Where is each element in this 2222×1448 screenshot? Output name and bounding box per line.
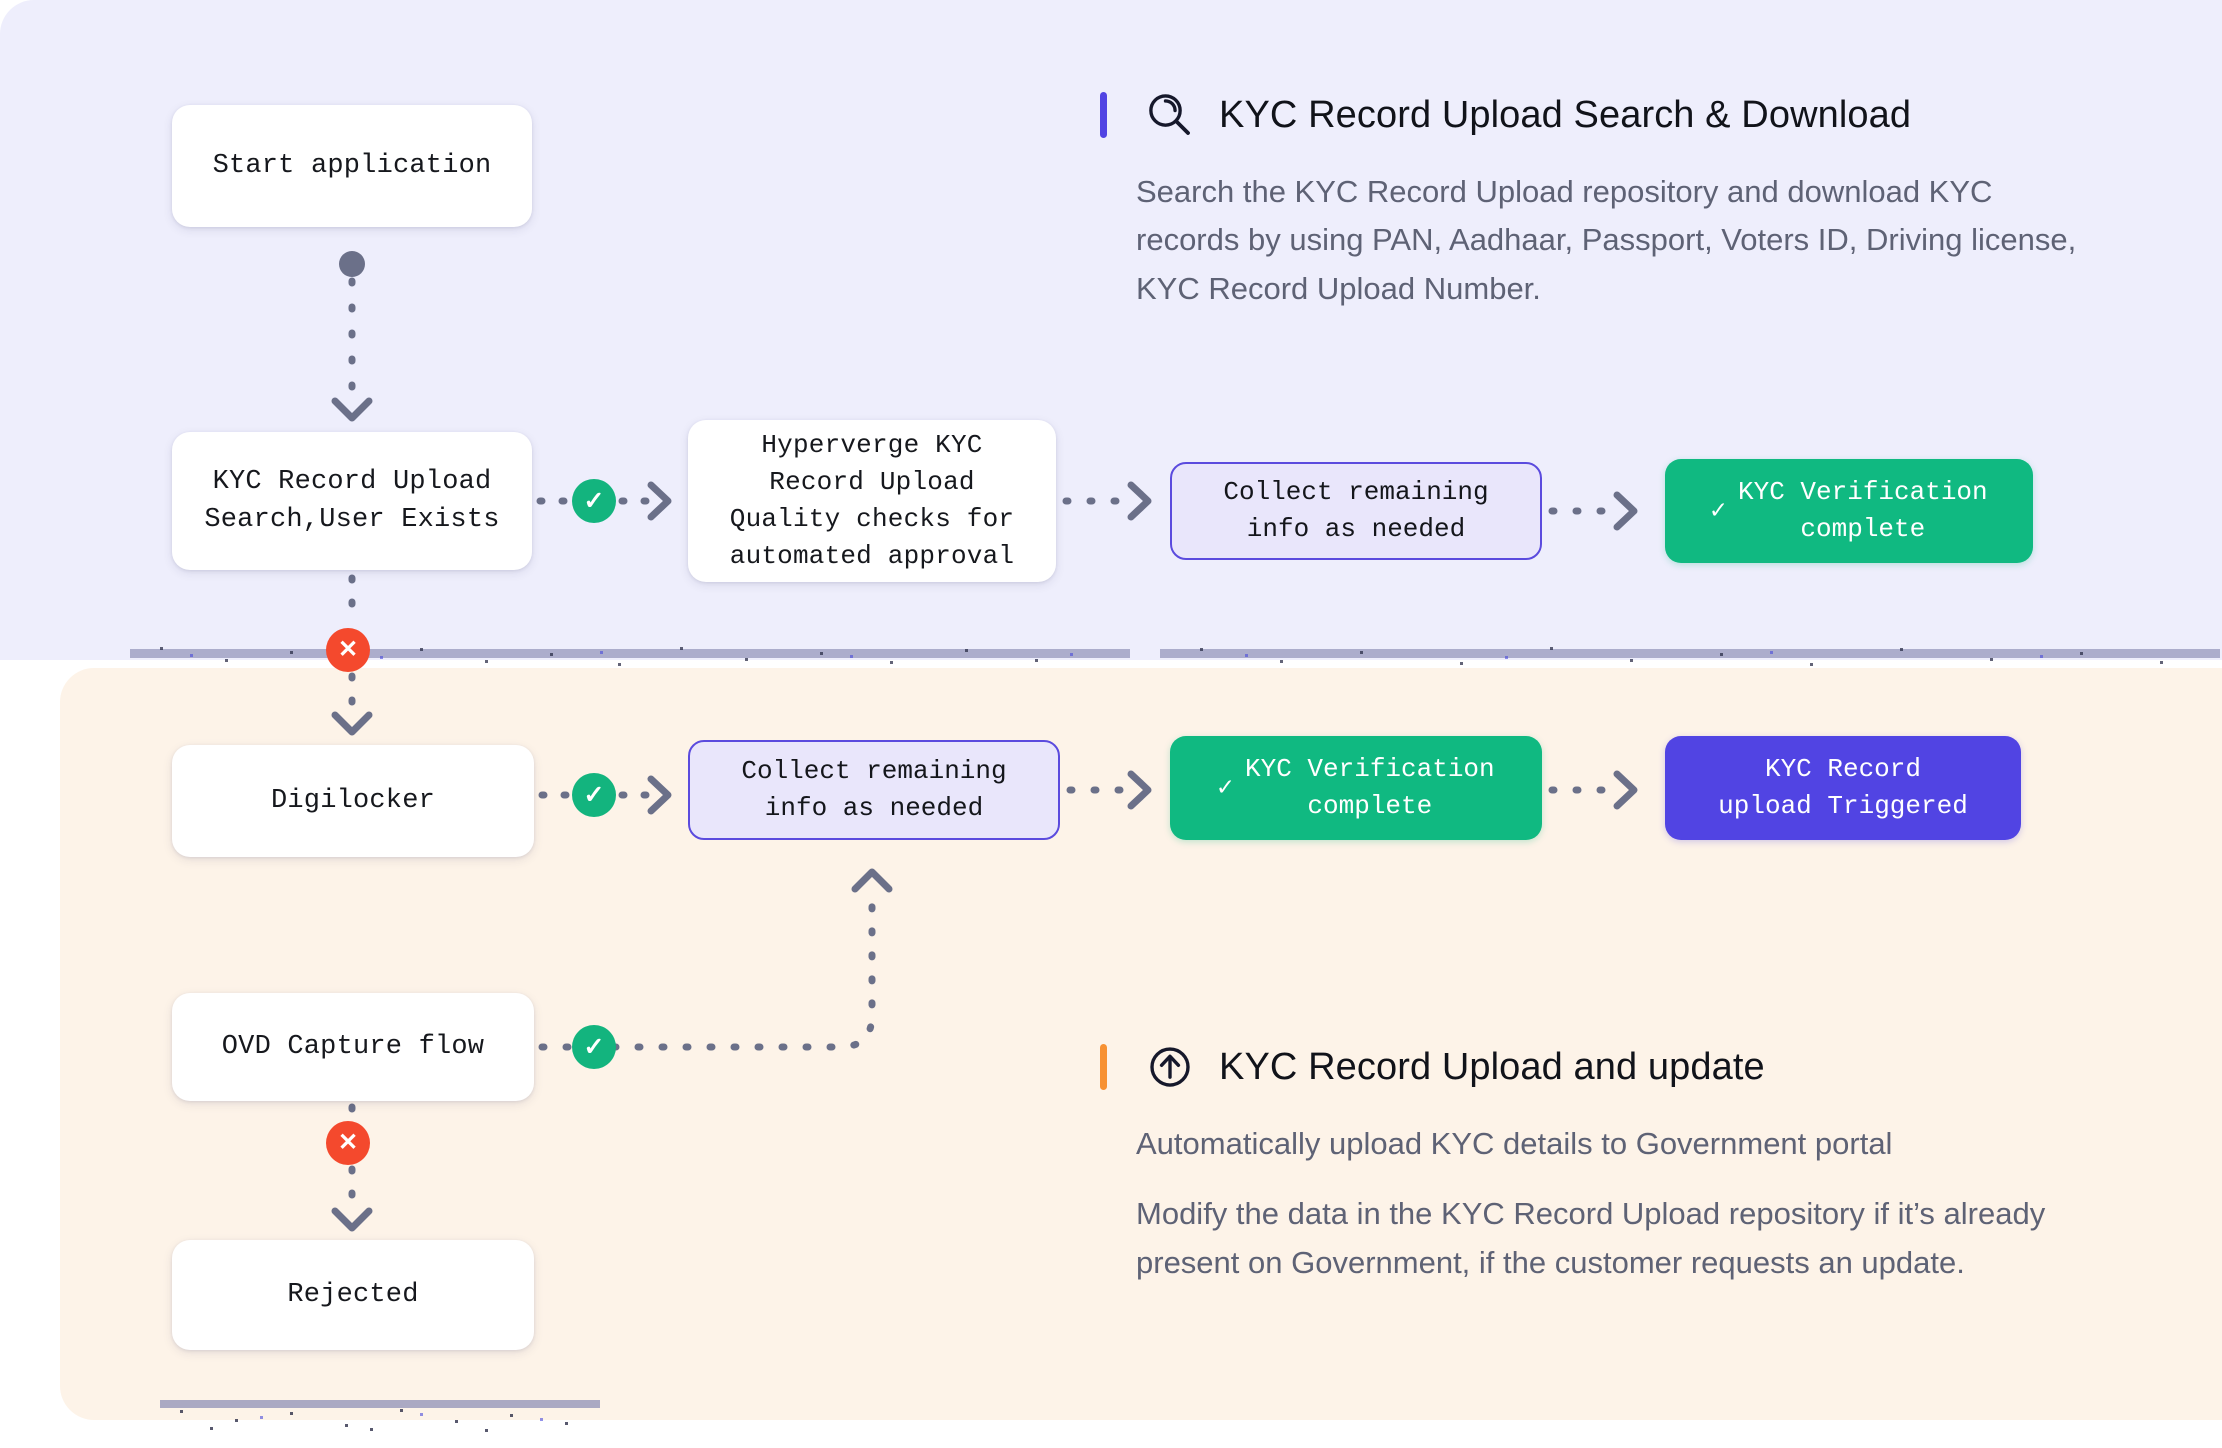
node-label: Hyperverge KYC Record Upload Quality che… <box>729 430 1015 571</box>
flow-node-ovd-capture-flow[interactable]: OVD Capture flow <box>172 993 534 1101</box>
flow-node-digilocker[interactable]: Digilocker <box>172 745 534 857</box>
section-body: Automatically upload KYC details to Gove… <box>1100 1120 2100 1287</box>
accent-bar-indigo <box>1100 92 1107 138</box>
check-glyph: ✓ <box>583 1032 605 1061</box>
flow-node-kyc-verification-complete-2[interactable]: ✓ KYC Verification complete <box>1170 736 1542 840</box>
accent-bar-orange <box>1100 1044 1107 1090</box>
node-label: Collect remaining info as needed <box>1223 477 1489 544</box>
search-icon <box>1149 94 1190 135</box>
edge-badge-failure-close-icon: ✕ <box>326 628 370 672</box>
node-label: OVD Capture flow <box>221 1031 485 1062</box>
node-label: KYC Record upload Triggered <box>1718 754 1968 821</box>
section-kyc-search-download: KYC Record Upload Search & Download Sear… <box>1100 88 2100 313</box>
section-paragraph: Search the KYC Record Upload repository … <box>1136 174 2077 306</box>
flow-node-kyc-verification-complete-1[interactable]: ✓ KYC Verification complete <box>1665 459 2033 563</box>
node-label: KYC Verification complete <box>1245 754 1495 821</box>
node-label: KYC Verification complete <box>1738 477 1988 544</box>
flow-node-collect-remaining-info-2[interactable]: Collect remaining info as needed <box>688 740 1060 840</box>
node-label: Collect remaining info as needed <box>741 756 1007 823</box>
section-paragraph: Modify the data in the KYC Record Upload… <box>1136 1196 2046 1280</box>
section-header: KYC Record Upload and update <box>1100 1040 2100 1094</box>
flow-node-hyperverge-quality-checks[interactable]: Hyperverge KYC Record Upload Quality che… <box>688 420 1056 582</box>
section-kyc-upload-update: KYC Record Upload and update Automatical… <box>1100 1040 2100 1287</box>
section-body: Search the KYC Record Upload repository … <box>1100 168 2100 313</box>
edge-badge-success-check-icon-2: ✓ <box>572 773 616 817</box>
section-paragraph: Automatically upload KYC details to Gove… <box>1136 1126 1893 1161</box>
check-icon: ✓ <box>1710 496 1726 526</box>
close-glyph: ✕ <box>337 1129 359 1156</box>
check-icon: ✓ <box>1217 773 1233 803</box>
flow-node-kyc-record-upload-triggered[interactable]: KYC Record upload Triggered <box>1665 736 2021 840</box>
upload-circle-icon <box>1150 1047 1190 1087</box>
edge-badge-success-check-icon: ✓ <box>572 479 616 523</box>
node-label: Rejected <box>287 1279 419 1310</box>
edge-badge-failure-close-icon-2: ✕ <box>326 1121 370 1165</box>
check-glyph: ✓ <box>583 486 605 515</box>
flow-node-start-application[interactable]: Start application <box>172 105 532 227</box>
node-label: Digilocker <box>270 785 436 816</box>
section-header: KYC Record Upload Search & Download <box>1100 88 2100 142</box>
check-glyph: ✓ <box>583 780 605 809</box>
flow-node-rejected[interactable]: Rejected <box>172 1240 534 1350</box>
edge-badge-success-check-icon-3: ✓ <box>572 1025 616 1069</box>
section-title: KYC Record Upload Search & Download <box>1219 93 1912 136</box>
node-label: KYC Record Upload Search,User Exists <box>204 466 500 535</box>
flow-node-kyc-record-upload-search[interactable]: KYC Record Upload Search,User Exists <box>172 432 532 570</box>
section-title: KYC Record Upload and update <box>1219 1045 1765 1088</box>
close-glyph: ✕ <box>337 636 359 663</box>
node-label: Start application <box>212 150 492 181</box>
flow-node-collect-remaining-info-1[interactable]: Collect remaining info as needed <box>1170 462 1542 560</box>
